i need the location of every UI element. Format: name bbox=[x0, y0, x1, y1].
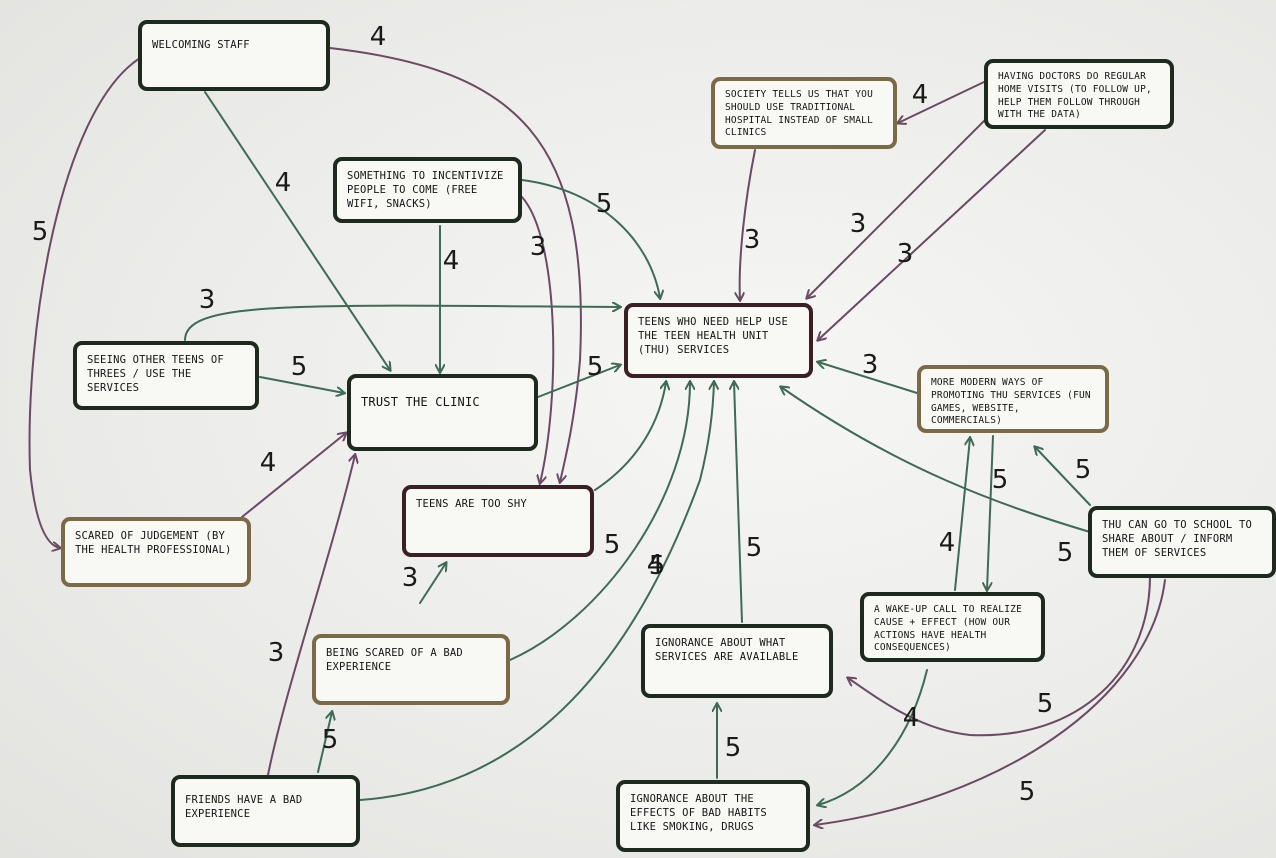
edge-weight-label: 5 bbox=[745, 533, 763, 563]
edge-weight-label: 3 bbox=[529, 232, 547, 262]
edge-thu_school-to-ignorance_effects bbox=[815, 579, 1166, 825]
node-teens-use-thu: TEENS WHO NEED HELP USE THE TEEN HEALTH … bbox=[624, 303, 813, 378]
edge-doctors-to-teens_use bbox=[818, 129, 1046, 340]
edge-weight-label: 4 bbox=[442, 246, 460, 276]
edge-weight-label: 4 bbox=[646, 550, 664, 580]
edge-friends-to-trust bbox=[267, 455, 355, 776]
edge-weight-label: 3 bbox=[401, 563, 419, 593]
edge-seeing-to-teens_use bbox=[184, 306, 620, 341]
node-thu-school: THU CAN GO TO SCHOOL TO SHARE ABOUT / IN… bbox=[1088, 506, 1276, 578]
node-seeing-other-teens: SEEING OTHER TEENS OF THREES / USE THE S… bbox=[73, 341, 259, 410]
node-doctors-home-visits: HAVING DOCTORS DO REGULAR HOME VISITS (T… bbox=[984, 59, 1174, 129]
edge-welcoming-to-trust bbox=[204, 91, 390, 370]
node-welcoming-staff: WELCOMING STAFF bbox=[138, 20, 330, 91]
edge-weight-label: 5 bbox=[724, 733, 742, 763]
node-scared-judgement: SCARED OF JUDGEMENT (BY THE HEALTH PROFE… bbox=[61, 517, 251, 587]
node-society: SOCIETY TELLS US THAT YOU SHOULD USE TRA… bbox=[711, 77, 897, 149]
edge-trust-to-teens_use bbox=[537, 365, 620, 398]
edge-weight-label: 3 bbox=[849, 209, 867, 239]
edge-thu_school-to-modern bbox=[1035, 447, 1091, 506]
edge-weight-label: 4 bbox=[938, 528, 956, 558]
edge-weight-label: 5 bbox=[586, 352, 604, 382]
edge-welcoming-to-shy bbox=[329, 47, 582, 482]
edge-weight-label: 4 bbox=[902, 703, 920, 733]
edge-shy-to-teens_use bbox=[594, 382, 666, 491]
edge-incentive-to-shy bbox=[521, 196, 555, 483]
edge-society-to-teens_use bbox=[740, 149, 756, 300]
edge-weight-label: 5 bbox=[1074, 455, 1092, 485]
edge-doctors-to-teens_use bbox=[807, 119, 986, 298]
edge-friends-to-teens_use bbox=[359, 382, 714, 801]
edge-wakeup-to-ignorance_effects bbox=[818, 669, 928, 805]
edge-modern-to-wakeup bbox=[987, 435, 994, 590]
edge-wakeup-to-modern bbox=[954, 438, 970, 591]
node-incentive: SOMETHING TO INCENTIVIZE PEOPLE TO COME … bbox=[333, 157, 522, 223]
edge-friends-to-bad_experience bbox=[317, 712, 332, 773]
edge-weight-label: 5 bbox=[321, 725, 339, 755]
node-ignorance-services: IGNORANCE ABOUT WHAT SERVICES ARE AVAILA… bbox=[641, 624, 833, 698]
node-bad-experience: BEING SCARED OF A BAD EXPERIENCE bbox=[312, 634, 510, 705]
edge-weight-label: 5 bbox=[1018, 777, 1036, 807]
edge-bad_experience-to-teens_use bbox=[509, 382, 690, 661]
edge-weight-label: 5 bbox=[648, 551, 666, 581]
edge-ignorance_services-to-teens_use bbox=[734, 382, 743, 623]
node-modern-promotion: MORE MODERN WAYS OF PROMOTING THU SERVIC… bbox=[917, 365, 1109, 433]
edge-thu_school-to-ignorance_services bbox=[848, 575, 1151, 737]
edge-thu_school-to-teens_use bbox=[781, 387, 1091, 533]
edge-weight-label: 3 bbox=[861, 350, 879, 380]
edge-welcoming-to-scared_judgement bbox=[28, 57, 141, 548]
edge-weight-label: 5 bbox=[1036, 689, 1054, 719]
node-trust-clinic: TRUST THE CLINIC bbox=[347, 374, 538, 451]
edge-weight-label: 5 bbox=[595, 189, 613, 219]
node-ignorance-effects: IGNORANCE ABOUT THE EFFECTS OF BAD HABIT… bbox=[616, 780, 810, 852]
edge-seeing-to-trust bbox=[259, 376, 344, 393]
edge-weight-label: 4 bbox=[369, 22, 387, 52]
edge-doctors-to-society bbox=[898, 81, 985, 123]
edge-weight-label: 5 bbox=[991, 465, 1009, 495]
edge-bad_experience-to-shy bbox=[419, 563, 446, 604]
node-teens-shy: TEENS ARE TOO SHY bbox=[402, 485, 594, 557]
edge-modern-to-teens_use bbox=[818, 362, 918, 394]
edge-weight-label: 4 bbox=[274, 168, 292, 198]
edge-weight-label: 3 bbox=[896, 239, 914, 269]
edge-weight-label: 4 bbox=[259, 448, 277, 478]
edge-weight-label: 5 bbox=[31, 217, 49, 247]
edge-weight-label: 5 bbox=[603, 530, 621, 560]
edge-weight-label: 3 bbox=[743, 225, 761, 255]
edge-weight-label: 3 bbox=[267, 638, 285, 668]
edge-weight-label: 3 bbox=[198, 285, 216, 315]
edge-scared_judgement-to-trust bbox=[241, 433, 346, 518]
node-friends-bad-experience: FRIENDS HAVE A BAD EXPERIENCE bbox=[171, 775, 360, 847]
edge-weight-label: 5 bbox=[290, 352, 308, 382]
edge-weight-label: 4 bbox=[911, 80, 929, 110]
edge-incentive-to-teens_use bbox=[521, 179, 660, 298]
edge-weight-label: 5 bbox=[1056, 538, 1074, 568]
node-wakeup-call: A WAKE-UP CALL TO REALIZE CAUSE + EFFECT… bbox=[860, 592, 1045, 662]
